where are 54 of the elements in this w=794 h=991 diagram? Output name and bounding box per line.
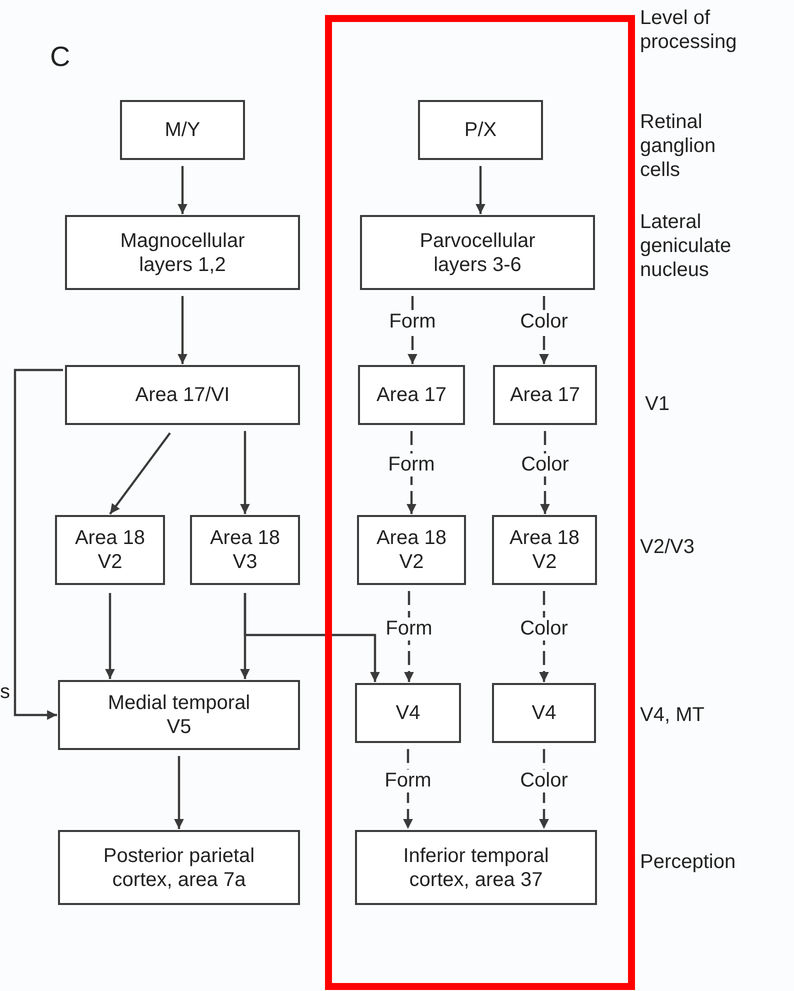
- arrow: [240, 431, 250, 514]
- level-label: Retinal ganglion cells: [640, 110, 717, 182]
- process-box: [358, 365, 465, 425]
- level-label: V4, MT: [640, 703, 706, 727]
- edge-label: Color: [518, 617, 570, 640]
- box-text: Area 18 V2: [375, 526, 448, 574]
- arrow: [476, 166, 486, 214]
- level-label: V1: [645, 392, 670, 416]
- box-text: Area 17/VI: [134, 383, 231, 407]
- highlight-frame: [325, 15, 635, 990]
- box-text: V4: [394, 701, 422, 725]
- process-box: [493, 365, 597, 425]
- arrow: [14, 368, 63, 720]
- box-text: Area 18 V2: [74, 526, 146, 574]
- edge-label: Color: [518, 770, 570, 792]
- box-text: M/Y: [164, 118, 202, 142]
- level-label: Lateral geniculate nucleus: [640, 210, 732, 282]
- arrow: [174, 756, 184, 829]
- box-text: Area 18 V2: [508, 526, 581, 574]
- process-box: [58, 680, 300, 750]
- level-label: s: [0, 680, 10, 704]
- box-text: Area 18 V3: [208, 526, 282, 574]
- process-box: [120, 100, 245, 160]
- box-text: Medial temporal V5: [106, 691, 252, 739]
- arrow: [244, 593, 380, 682]
- arrow: [109, 432, 171, 515]
- process-box: [418, 100, 543, 160]
- box-text: V4: [530, 701, 558, 725]
- process-box: [492, 515, 597, 585]
- process-box: [55, 515, 165, 585]
- box-text: P/X: [463, 118, 498, 142]
- process-box: [492, 683, 596, 743]
- arrow: [178, 166, 188, 214]
- level-label: V2/V3: [640, 535, 696, 559]
- arrow: [178, 296, 188, 364]
- edge-label: Color: [519, 453, 571, 476]
- box-text: Magnocellular layers 1,2: [119, 228, 246, 276]
- arrow: [105, 593, 115, 679]
- level-label: Perception: [640, 850, 737, 874]
- box-text: Area 17: [508, 383, 582, 407]
- level-label: Level of processing: [640, 6, 738, 54]
- process-box: [355, 830, 597, 905]
- process-box: [357, 515, 466, 585]
- process-box: [360, 215, 595, 290]
- panel-letter: C: [50, 40, 72, 74]
- box-text: Parvocellular layers 3-6: [418, 228, 536, 276]
- process-box: [190, 515, 300, 585]
- process-box: [355, 683, 461, 743]
- process-box: [65, 365, 300, 425]
- box-text: Inferior temporal cortex, area 37: [402, 844, 550, 892]
- process-box: [65, 215, 300, 290]
- box-text: Area 17: [375, 383, 448, 407]
- box-text: Posterior parietal cortex, area 7a: [102, 844, 256, 892]
- process-box: [58, 830, 300, 905]
